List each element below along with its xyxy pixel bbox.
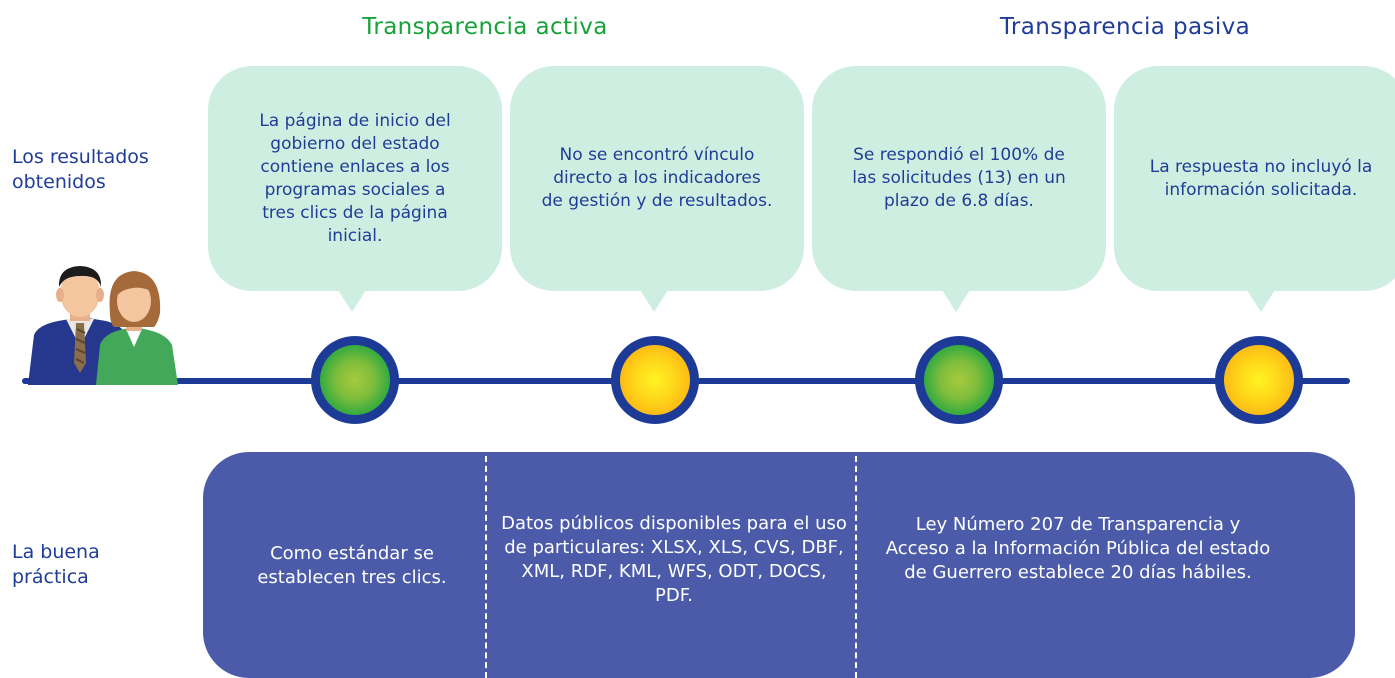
row-label-results: Los resultados obtenidos bbox=[12, 146, 149, 193]
heading-transparencia-activa: Transparencia activa bbox=[362, 14, 608, 40]
status-dot-1-fill bbox=[320, 345, 390, 415]
heading-transparencia-pasiva: Transparencia pasiva bbox=[999, 14, 1251, 40]
row-label-practice: La buena práctica bbox=[12, 541, 100, 588]
status-dot-1 bbox=[311, 336, 399, 424]
result-bubble-2: No se encontró vínculo directo a los ind… bbox=[510, 66, 804, 312]
status-dot-3 bbox=[915, 336, 1003, 424]
practice-text-3: Ley Número 207 de Transparencia y Acceso… bbox=[885, 514, 1271, 583]
practice-panel: Como estándar se establecen tres clics. … bbox=[203, 452, 1355, 678]
status-dot-4 bbox=[1215, 336, 1303, 424]
result-text-2: No se encontró vínculo directo a los ind… bbox=[541, 145, 773, 211]
status-dot-3-fill bbox=[924, 345, 994, 415]
result-text-1: La página de inicio del gobierno del est… bbox=[259, 110, 451, 246]
woman-body bbox=[96, 327, 178, 385]
practice-divider-2 bbox=[855, 456, 857, 678]
result-text-4: La respuesta no incluyó la información s… bbox=[1149, 156, 1373, 200]
people-icon bbox=[28, 266, 178, 385]
result-text-3: Se respondió el 100% de las solicitudes … bbox=[852, 145, 1066, 211]
practice-text-1: Como estándar se establecen tres clics. bbox=[257, 543, 447, 588]
status-dot-2-fill bbox=[620, 345, 690, 415]
result-bubble-1: La página de inicio del gobierno del est… bbox=[208, 66, 502, 312]
status-dot-4-fill bbox=[1224, 345, 1294, 415]
result-bubble-3: Se respondió el 100% de las solicitudes … bbox=[812, 66, 1106, 312]
practice-text-2: Datos públicos disponibles para el uso d… bbox=[501, 513, 847, 606]
practice-divider-1 bbox=[485, 456, 487, 678]
result-bubble-4: La respuesta no incluyó la información s… bbox=[1114, 66, 1395, 312]
status-dot-2 bbox=[611, 336, 699, 424]
